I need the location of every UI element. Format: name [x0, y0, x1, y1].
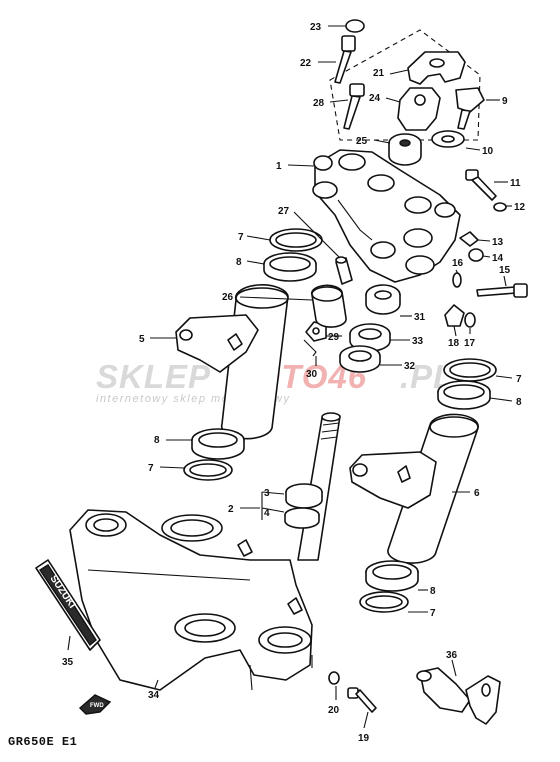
callout-1: 1: [276, 161, 282, 172]
part-30-clip: [303, 339, 317, 357]
part-26-stem-bush: [310, 284, 347, 328]
callout-7-upper-left: 7: [238, 232, 244, 243]
part-14-cap-nut: [468, 248, 484, 262]
callout-22: 22: [300, 58, 312, 69]
callout-15: 15: [499, 265, 511, 276]
part-8-ring-lower-right: [365, 560, 419, 592]
callout-16: 16: [452, 258, 464, 269]
callout-3: 3: [264, 488, 270, 499]
part-7-seal-upper-right: [443, 358, 497, 382]
callout-7-lower-right: 7: [430, 608, 436, 619]
callout-17: 17: [464, 338, 476, 349]
part-7-seal-lower-right: [359, 591, 409, 613]
part-15-bolt: [476, 283, 528, 298]
callout-6: 6: [474, 488, 480, 499]
part-11-bolt: [465, 169, 497, 201]
callout-23: 23: [310, 22, 322, 33]
part-8-ring-upper-right: [437, 380, 491, 410]
front-marker-text: FWD: [90, 703, 104, 709]
callout-4: 4: [264, 508, 270, 519]
callout-7-upper-right: 7: [516, 374, 522, 385]
callout-27: 27: [278, 206, 290, 217]
part-18-cap-nut: [444, 304, 465, 327]
callout-29: 29: [328, 332, 340, 343]
part-8-ring-upper-left: [263, 252, 317, 282]
callout-8-lower-left: 8: [154, 435, 160, 446]
model-code: GR650E E1: [8, 735, 78, 749]
part-17-washer: [464, 312, 476, 328]
part-3-stem-bearing: [285, 483, 323, 509]
part-8-ring-lower-left: [191, 428, 245, 460]
leader-lines: [67, 25, 513, 729]
part-27-stem-bolt: [335, 256, 353, 285]
holder-group-outline: [329, 29, 481, 141]
part-24-lower-holder: [397, 87, 441, 131]
part-22-bolt: [334, 35, 356, 84]
callout-28: 28: [313, 98, 325, 109]
part-28-bolt: [343, 83, 365, 130]
callout-7-lower-left: 7: [148, 463, 154, 474]
watermark-brand-part-1: SKLEP: [96, 358, 211, 395]
callout-numbers: 23 22 21 28 24 9 25 10 1 11 12 27 13 14 …: [62, 22, 526, 744]
part-34-lower-bracket: [69, 509, 313, 691]
part-6-right-fork-cover: [349, 413, 479, 564]
callout-12: 12: [514, 202, 526, 213]
callout-30: 30: [306, 369, 318, 380]
callout-8-lower-right: 8: [430, 586, 436, 597]
callout-8-upper-right: 8: [516, 397, 522, 408]
part-10-washer: [431, 130, 465, 148]
callout-33: 33: [412, 336, 424, 347]
callout-10: 10: [482, 146, 494, 157]
part-12-washer: [493, 202, 507, 212]
part-36-steering-lock: [416, 667, 501, 725]
callout-24: 24: [369, 93, 381, 104]
part-29-nut: [305, 321, 327, 342]
callout-26: 26: [222, 292, 234, 303]
callout-18: 18: [448, 338, 460, 349]
callout-25: 25: [356, 136, 368, 147]
callout-2: 2: [228, 504, 234, 515]
front-arrow-icon: FWD: [78, 694, 112, 715]
part-5-left-fork-cover: [175, 284, 289, 440]
part-16-washer: [452, 272, 462, 288]
part-19-bolt: [347, 687, 377, 713]
callout-36: 36: [446, 650, 458, 661]
part-20-washer: [328, 671, 340, 685]
part-13-nut: [459, 231, 479, 247]
callout-19: 19: [358, 733, 370, 744]
callout-34: 34: [148, 690, 160, 701]
part-31-stem-nut: [365, 284, 401, 315]
part-25-cushion: [388, 133, 422, 166]
callout-8-upper-left: 8: [236, 257, 242, 268]
callout-32: 32: [404, 361, 416, 372]
callout-13: 13: [492, 237, 504, 248]
part-7-seal-lower-left: [183, 459, 233, 481]
part-21-handlebar-holder: [407, 51, 466, 85]
callout-14: 14: [492, 253, 504, 264]
part-4-stem-seal: [284, 507, 320, 529]
part-9-bolt: [455, 87, 485, 130]
part-1-upper-bracket: [312, 149, 461, 283]
callout-21: 21: [373, 68, 385, 79]
part-32-bearing-race: [339, 345, 381, 373]
part-23-cap: [345, 19, 365, 33]
callout-31: 31: [414, 312, 426, 323]
callout-11: 11: [510, 178, 521, 189]
callout-5: 5: [139, 334, 145, 345]
callout-20: 20: [328, 705, 340, 716]
callout-35: 35: [62, 657, 74, 668]
callout-9: 9: [502, 96, 508, 107]
